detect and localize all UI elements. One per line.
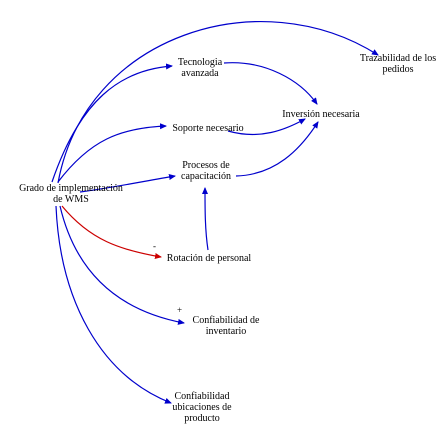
node-wms: Grado de implementación de WMS [2, 183, 140, 205]
node-trazabilidad-line2: pedidos [382, 64, 414, 75]
node-conf-ubicaciones-line2: ubicaciones de [172, 402, 232, 413]
node-procesos-line1: Procesos de [182, 160, 230, 171]
node-conf-inventario: Confiabilidad de inventario [184, 315, 268, 337]
link-procesos-inversion [235, 121, 319, 177]
node-rotacion-line1: Rotación de personal [166, 253, 252, 264]
node-conf-inventario-line2: inventario [205, 326, 247, 337]
link-wms-rotacion [61, 205, 162, 259]
node-soporte-line1: Soporte necesario [172, 123, 244, 134]
node-wms-line2: de WMS [53, 194, 89, 205]
node-conf-ubicaciones: Confiabilidad ubicaciones de producto [164, 391, 240, 424]
node-conf-ubicaciones-line3: producto [184, 413, 220, 424]
link-wms-conf-ubicaciones [55, 205, 172, 404]
link-wms-procesos [79, 174, 176, 193]
link-wms-soporte [57, 123, 167, 183]
link-wms-tecnologia [51, 63, 173, 183]
node-wms-line1: Grado de implementación [19, 183, 123, 194]
node-trazabilidad-line1: Trazabilidad de los [359, 53, 437, 64]
node-tecnologia-line2: avanzada [181, 68, 219, 79]
node-procesos-line2: capacitación [181, 171, 231, 182]
node-trazabilidad: Trazabilidad de los pedidos [354, 53, 442, 75]
node-conf-inventario-line1: Confiabilidad de [192, 315, 260, 326]
node-tecnologia: Tecnologia avanzada [170, 57, 230, 79]
node-soporte: Soporte necesario [166, 123, 250, 134]
node-inversion: Inversión necesaria [278, 109, 364, 120]
polarity-conf-inventario: + [177, 305, 183, 315]
polarity-rotacion: - [153, 241, 156, 251]
node-conf-ubicaciones-line1: Confiabilidad [174, 391, 230, 402]
node-procesos: Procesos de capacitación [175, 160, 237, 182]
node-rotacion: Rotación de personal [159, 253, 259, 264]
node-inversion-line1: Inversión necesaria [282, 109, 360, 120]
link-wms-trazabilidad [57, 21, 379, 184]
link-soporte-inversion [227, 118, 306, 136]
node-tecnologia-line1: Tecnologia [177, 57, 223, 68]
link-wms-conf-inventario [59, 205, 185, 325]
link-rotacion-procesos [202, 187, 209, 251]
link-tecnologia-inversion [223, 62, 318, 105]
